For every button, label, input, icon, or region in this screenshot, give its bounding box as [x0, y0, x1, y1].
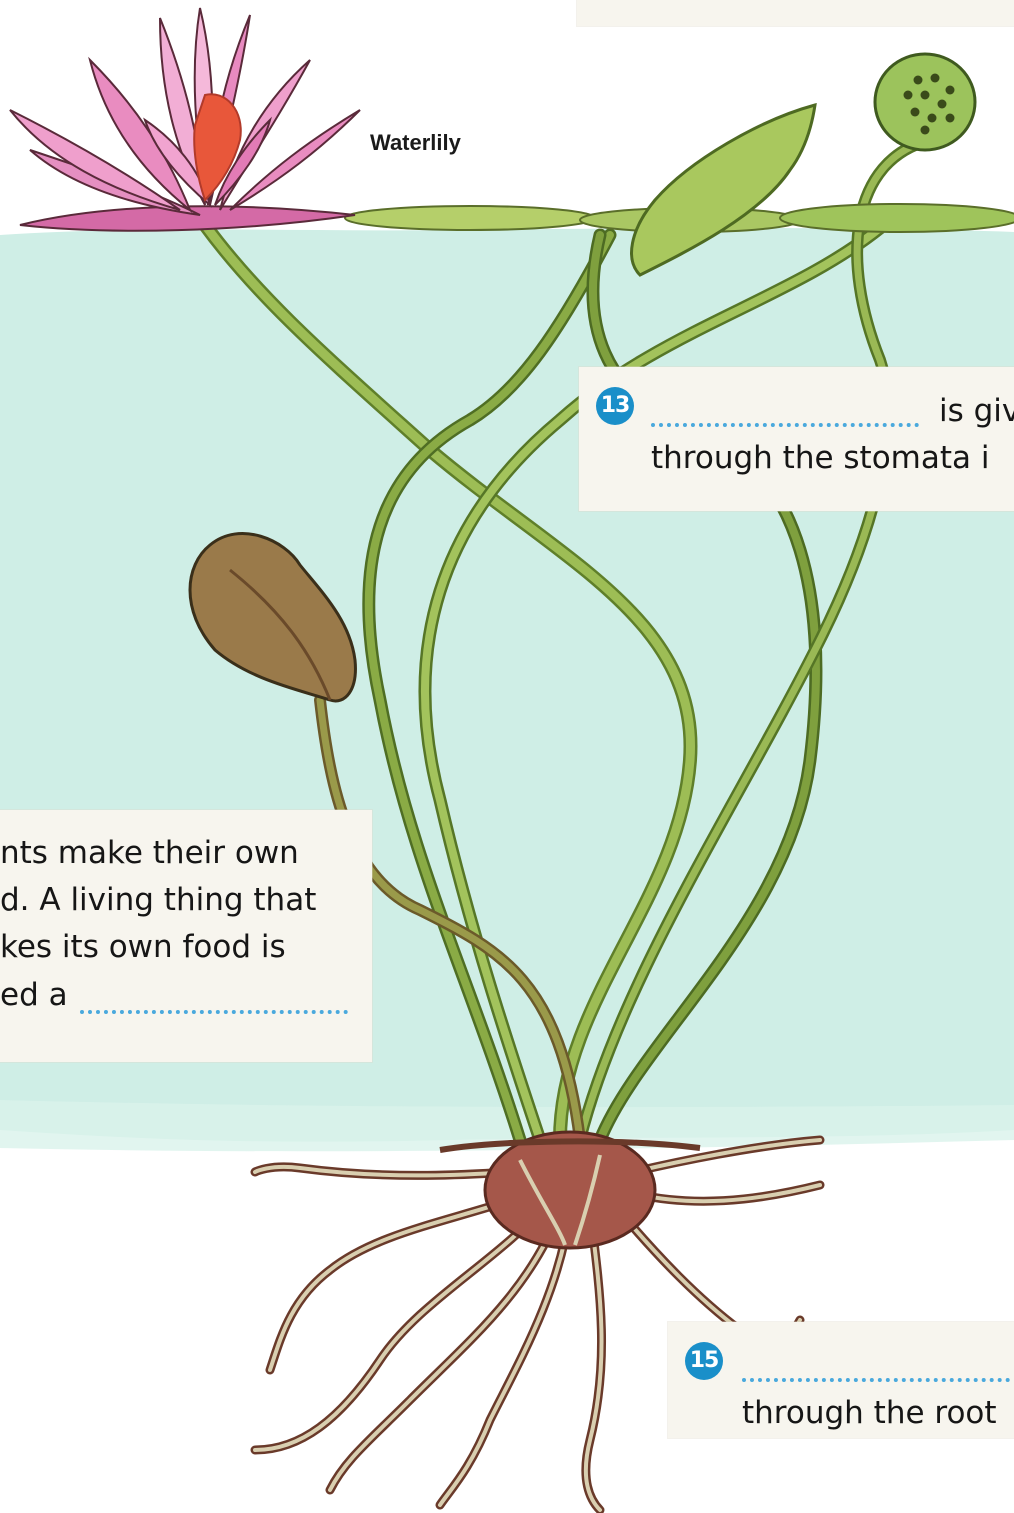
question-14-text-1: nts make their own [0, 830, 299, 877]
question-number-badge: 13 [596, 387, 634, 425]
question-13-text-2: through the stomata i [651, 435, 989, 482]
answer-blank-15[interactable] [742, 1378, 1010, 1382]
question-14-card: nts make their own d. A living thing tha… [0, 810, 372, 1062]
question-14-text-3: kes its own food is [0, 924, 286, 971]
plant-label: Waterlily [370, 130, 461, 156]
question-14-text-4: ed a [0, 972, 68, 1019]
seed-head [875, 54, 975, 150]
question-13-text-1: is giv [939, 388, 1014, 435]
question-number-badge: 15 [685, 1342, 723, 1380]
question-15-card: 15 through the root [668, 1322, 1014, 1438]
card-top-partial [577, 0, 1014, 26]
question-15-text-2: through the root [742, 1390, 997, 1437]
question-14-text-2: d. A living thing that [0, 877, 316, 924]
waterlily-flower [10, 8, 360, 231]
answer-blank-13[interactable] [651, 423, 919, 427]
answer-blank-14[interactable] [80, 1010, 348, 1014]
question-13-card: 13 is giv through the stomata i [579, 367, 1014, 511]
